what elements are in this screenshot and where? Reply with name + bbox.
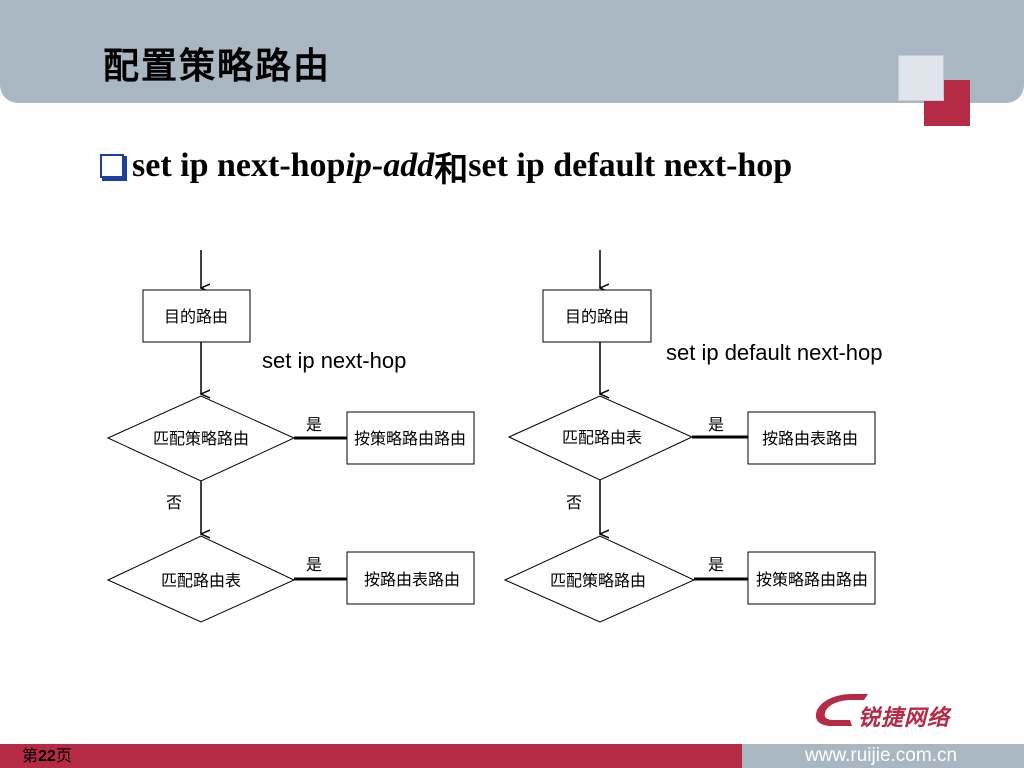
left-yes-label-1: 是 [306, 415, 322, 434]
bullet-line: set ip next-hop ip-add 和 set ip default … [100, 146, 793, 189]
right-decision-1-label: 匹配路由表 [562, 428, 642, 447]
bullet-text-italic: ip-add [345, 147, 435, 184]
right-result-2-label: 按策略路由路由 [756, 570, 868, 589]
right-flow-label: set ip default next-hop [666, 340, 882, 365]
website-url: www.ruijie.com.cn [805, 745, 958, 766]
right-result-box-2 [747, 551, 876, 605]
right-result-box-1 [747, 411, 876, 465]
page-suffix: 页 [55, 746, 72, 765]
right-decision-2-label: 匹配策略路由 [550, 571, 646, 590]
left-result-box-1 [346, 411, 475, 465]
page-number: 第22页 [22, 746, 72, 767]
right-yes-label-2: 是 [708, 555, 724, 574]
logo-text: 锐捷网络 [858, 706, 951, 731]
right-yes-label-1: 是 [708, 415, 724, 434]
ruijie-logo-icon [815, 694, 868, 726]
page-number-value: 22 [38, 748, 56, 765]
header-band [0, 0, 1024, 103]
decor-square-gray [898, 55, 944, 101]
left-yes-label-2: 是 [306, 555, 322, 574]
right-start-label: 目的路由 [565, 307, 629, 326]
left-start-box [142, 289, 251, 343]
flowchart-diagram: 目的路由 set ip next-hop 匹配策略路由 是 按策略路由路由 否 … [106, 250, 882, 623]
left-decision-1-label: 匹配策略路由 [153, 429, 249, 448]
bullet-text-2: set ip default next-hop [468, 147, 793, 184]
right-flowchart: 目的路由 set ip default next-hop 匹配路由表 是 按路由… [503, 250, 882, 623]
left-no-label: 否 [166, 493, 182, 512]
page-prefix: 第 [22, 746, 39, 765]
left-flow-label: set ip next-hop [262, 348, 406, 373]
right-no-label: 否 [566, 493, 582, 512]
slide-title: 配置策略路由 [103, 45, 332, 87]
right-result-1-label: 按路由表路由 [762, 429, 858, 448]
footer-bar-gray [742, 744, 1024, 768]
left-result-box-2 [346, 551, 475, 605]
left-flowchart: 目的路由 set ip next-hop 匹配策略路由 是 按策略路由路由 否 … [106, 250, 475, 623]
left-result-1-label: 按策略路由路由 [354, 429, 466, 448]
right-start-box [542, 289, 652, 343]
checkbox-bullet-icon [100, 154, 127, 181]
left-start-label: 目的路由 [164, 307, 228, 326]
footer-bar-red [0, 744, 742, 768]
left-result-2-label: 按路由表路由 [364, 570, 460, 589]
bullet-text-conj: 和 [434, 151, 469, 189]
left-decision-2-label: 匹配路由表 [161, 571, 241, 590]
bullet-text-1: set ip next-hop [132, 147, 346, 184]
